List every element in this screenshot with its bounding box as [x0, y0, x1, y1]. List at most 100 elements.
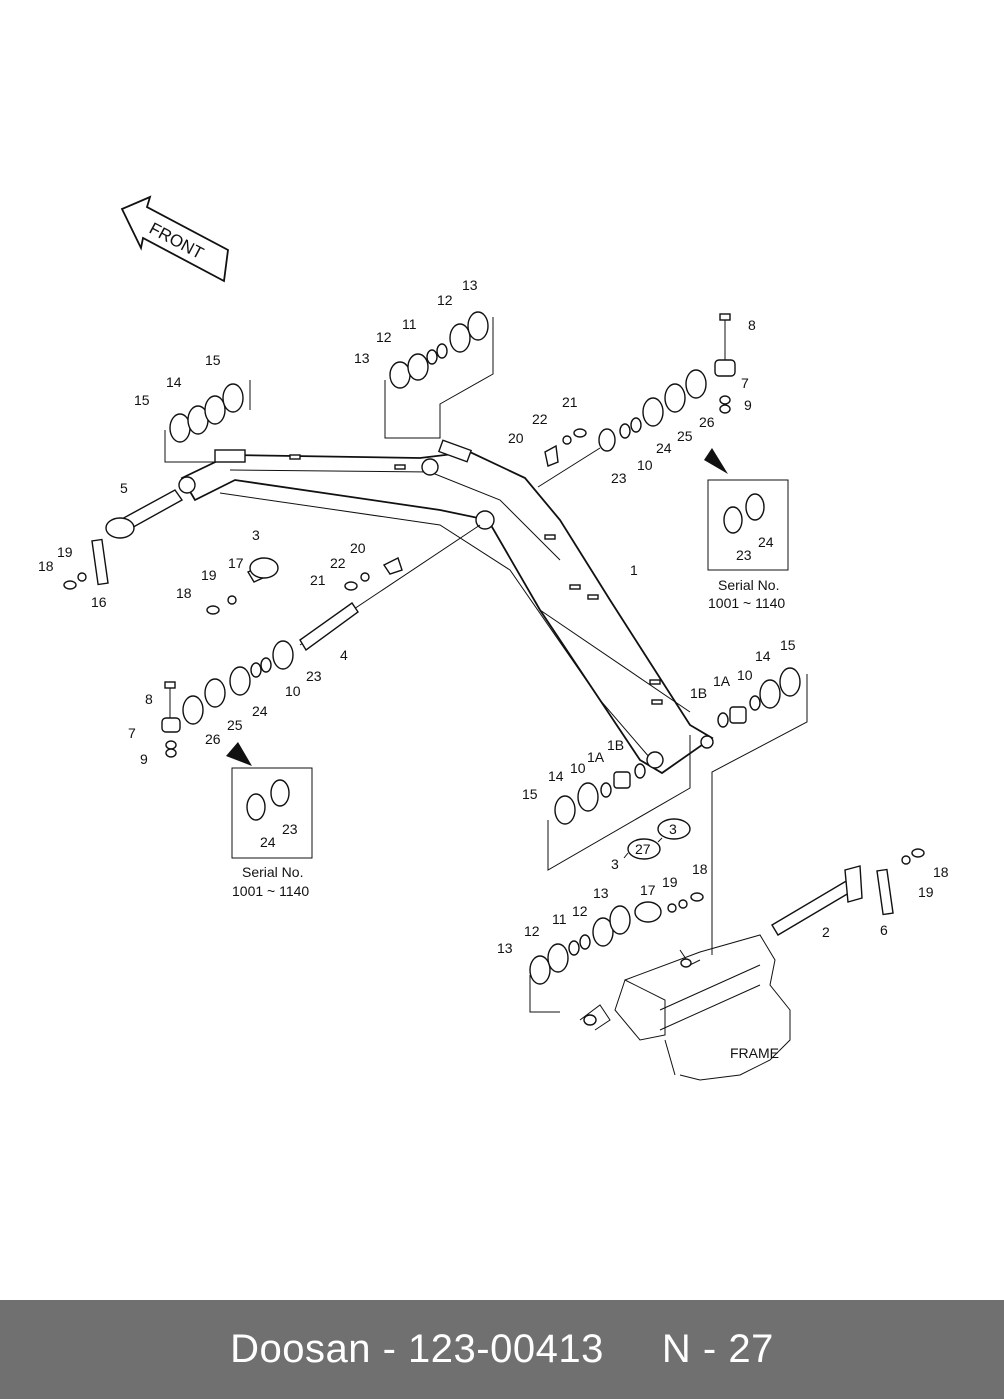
washer-stack-top-left [164, 380, 251, 463]
label-part-11: 11 [402, 316, 417, 332]
label-part-13-b: 13 [462, 277, 478, 293]
label-part-22-b: 22 [330, 555, 346, 571]
front-arrow: FRONT [120, 195, 229, 283]
label-part-4: 4 [340, 647, 348, 663]
label-part-19-b: 19 [201, 567, 217, 583]
label-part-23-b: 23 [306, 668, 322, 684]
label-part-26-b: 26 [205, 731, 221, 747]
label-part-2: 2 [822, 924, 830, 940]
washer-stack-bottom-left [529, 905, 631, 1013]
label-part-24-b: 24 [252, 703, 268, 719]
label-part-19: 19 [57, 544, 73, 560]
label-part-8: 8 [748, 317, 756, 333]
label-part-14-b: 14 [548, 768, 564, 784]
washer-stack-right-mid [711, 667, 808, 955]
label-part-7-lower: 7 [128, 725, 136, 741]
pin-4 [299, 602, 359, 652]
footer-page-ref: N - 27 [661, 1327, 774, 1371]
label-part-15-c: 15 [522, 786, 538, 802]
washer-stack-right-top [537, 369, 707, 488]
label-part-10-c: 10 [570, 760, 586, 776]
label-part-18-c: 18 [692, 861, 708, 877]
boom [178, 439, 714, 775]
pin-2 [771, 865, 863, 936]
serial-box-right-item-2: 24 [758, 534, 774, 550]
label-part-1B-lower: 1B [607, 737, 624, 753]
label-part-21-b: 21 [310, 572, 326, 588]
label-part-18: 18 [38, 558, 54, 574]
frame [579, 934, 791, 1081]
fasteners-upper [206, 428, 704, 913]
footer-gap [604, 1327, 662, 1372]
label-part-21: 21 [562, 394, 578, 410]
washer-stack-mid-left [182, 524, 481, 725]
serial-box-left-caption-1: Serial No. [242, 864, 303, 880]
serial-box-right-caption-1: Serial No. [718, 577, 779, 593]
label-part-15-b: 15 [134, 392, 150, 408]
label-part-7: 7 [741, 375, 749, 391]
label-part-20-b: 20 [350, 540, 366, 556]
label-part-16: 16 [91, 594, 107, 610]
serial-box-right-item-1: 23 [736, 547, 752, 563]
label-part-11-b: 11 [552, 911, 567, 927]
label-part-3-lower: 3 [611, 856, 619, 872]
footer-part-number: 123-00413 [408, 1327, 604, 1371]
label-part-15: 15 [205, 352, 221, 368]
bolt-8-upper [714, 313, 736, 414]
frame-label: FRAME [730, 1045, 779, 1061]
footer-brand: Doosan [230, 1327, 371, 1371]
label-part-1A: 1A [713, 673, 731, 689]
label-part-12: 12 [376, 329, 392, 345]
label-part-17-b: 17 [640, 882, 656, 898]
label-part-1B: 1B [690, 685, 707, 701]
label-part-23: 23 [611, 470, 627, 486]
label-part-25-b: 25 [227, 717, 243, 733]
footer-bar: Doosan - 123-00413 N - 27 [0, 1300, 1004, 1399]
washer-stack-top-center [384, 311, 494, 439]
pin-5 [105, 489, 184, 539]
label-part-19-c: 19 [662, 874, 678, 890]
label-part-14: 14 [166, 374, 182, 390]
label-part-8-lower: 8 [145, 691, 153, 707]
label-part-5: 5 [120, 480, 128, 496]
label-part-25: 25 [677, 428, 693, 444]
serial-box-left-item-2: 23 [282, 821, 298, 837]
label-part-22: 22 [532, 411, 548, 427]
balloon-27: 27 [635, 841, 651, 857]
serial-box-left-item-1: 24 [260, 834, 276, 850]
plate-6 [876, 848, 925, 916]
label-part-13-c: 13 [497, 940, 513, 956]
label-part-13: 13 [354, 350, 370, 366]
serial-box-left-caption-2: 1001 ~ 1140 [232, 883, 309, 899]
label-part-13-d: 13 [593, 885, 609, 901]
footer-separator: - [371, 1327, 409, 1371]
parts-diagram: FRONT [38, 195, 949, 1081]
serial-box-right-caption-2: 1001 ~ 1140 [708, 595, 785, 611]
label-part-9: 9 [744, 397, 752, 413]
label-part-12-d: 12 [572, 903, 588, 919]
label-part-18-d: 18 [933, 864, 949, 880]
plate-16 [63, 538, 109, 590]
serial-box-left: 24 23 Serial No. 1001 ~ 1140 [226, 742, 313, 899]
label-part-14-c: 14 [755, 648, 771, 664]
label-part-19-d: 19 [918, 884, 934, 900]
pin-3-lower [634, 901, 662, 923]
balloon-3: 3 [669, 821, 677, 837]
label-part-6: 6 [880, 922, 888, 938]
label-part-1A-lower: 1A [587, 749, 605, 765]
bolt-8-lower [161, 681, 181, 758]
label-part-9-lower: 9 [140, 751, 148, 767]
pin-3-upper [246, 557, 279, 583]
washer-stack-bottom-center [547, 735, 691, 871]
label-part-10-d: 10 [737, 667, 753, 683]
label-part-10-b: 10 [285, 683, 301, 699]
label-part-15-d: 15 [780, 637, 796, 653]
label-part-17: 17 [228, 555, 244, 571]
label-part-18-b: 18 [176, 585, 192, 601]
label-part-26: 26 [699, 414, 715, 430]
label-part-1: 1 [630, 562, 638, 578]
label-part-12-b: 12 [437, 292, 453, 308]
label-part-24: 24 [656, 440, 672, 456]
label-part-12-c: 12 [524, 923, 540, 939]
part-labels: 1 5 3 4 2 6 16 1A 1B 1A 1B 7 8 9 7 8 9 1… [38, 277, 949, 956]
